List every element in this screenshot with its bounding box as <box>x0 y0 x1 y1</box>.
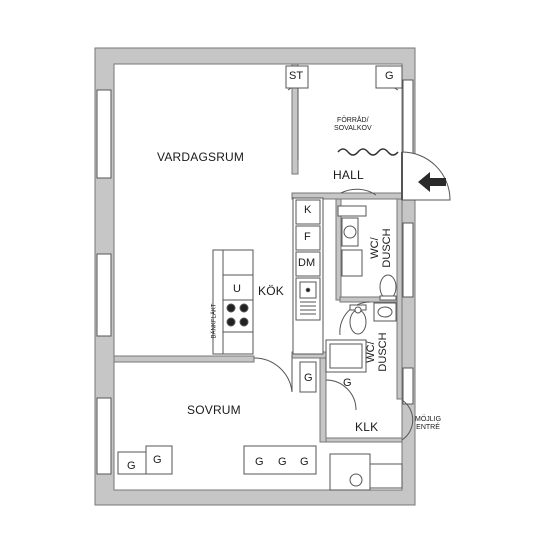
fixture-g-sovrum-2: G <box>153 454 162 466</box>
label-mojlig-entre: MÖJLIG ENTRÉ <box>415 416 441 432</box>
fixture-st: ST <box>289 70 304 82</box>
fixture-g-kitchen: G <box>304 372 313 384</box>
room-label-klk: KLK <box>355 420 379 434</box>
kitchen-counter-left <box>212 249 254 355</box>
mojlig-line-2: ENTRÉ <box>416 424 440 431</box>
room-label-kok: KÖK <box>258 284 284 298</box>
fixture-k: K <box>304 204 312 216</box>
room-label-sovrum: SOVRUM <box>187 403 241 417</box>
room-label-forrad: FÖRRÅD/ SOVALKOV <box>334 117 372 133</box>
fixture-dm: DM <box>298 257 316 269</box>
windows-left <box>96 89 112 475</box>
wc1-line-1: WC/ <box>369 237 381 259</box>
room-label-vardagsrum: VARDAGSRUM <box>157 150 245 164</box>
forrad-line-2: SOVALKOV <box>334 125 372 132</box>
curtain <box>337 148 399 156</box>
door-arcs <box>253 188 414 441</box>
wc2-line-2: DUSCH <box>377 332 389 372</box>
closets-top <box>285 65 403 89</box>
fixture-g-bath: G <box>343 377 352 389</box>
kitchen-counter-right <box>292 197 324 355</box>
fixture-f: F <box>304 231 311 243</box>
fixture-g-sovrum-5: G <box>300 456 309 468</box>
wardrobes <box>117 445 317 475</box>
wc2-line-1: WC/ <box>365 341 377 363</box>
entry-arrow-icon <box>418 172 446 192</box>
windows-right <box>402 79 414 405</box>
room-label-wc-dusch-2: WC/ DUSCH <box>365 328 389 376</box>
fixture-g-top: G <box>385 70 394 82</box>
room-label-wc-dusch-1: WC/ DUSCH <box>369 224 393 272</box>
fixture-g-sovrum-3: G <box>255 456 264 468</box>
fixture-g-sovrum-4: G <box>278 456 287 468</box>
klk-fixtures <box>299 361 403 491</box>
room-label-hall: HALL <box>333 168 364 182</box>
fixture-g-sovrum-1: G <box>127 460 136 472</box>
fixture-bankflakt: BÄNKFLÄKT <box>211 303 218 339</box>
forrad-line-1: FÖRRÅD/ <box>337 117 369 124</box>
bath1-fixtures <box>337 205 397 301</box>
fixture-u: U <box>233 283 241 295</box>
wc1-line-2: DUSCH <box>381 228 393 268</box>
bath2-fixtures <box>325 302 397 373</box>
mojlig-line-1: MÖJLIG <box>415 416 442 423</box>
